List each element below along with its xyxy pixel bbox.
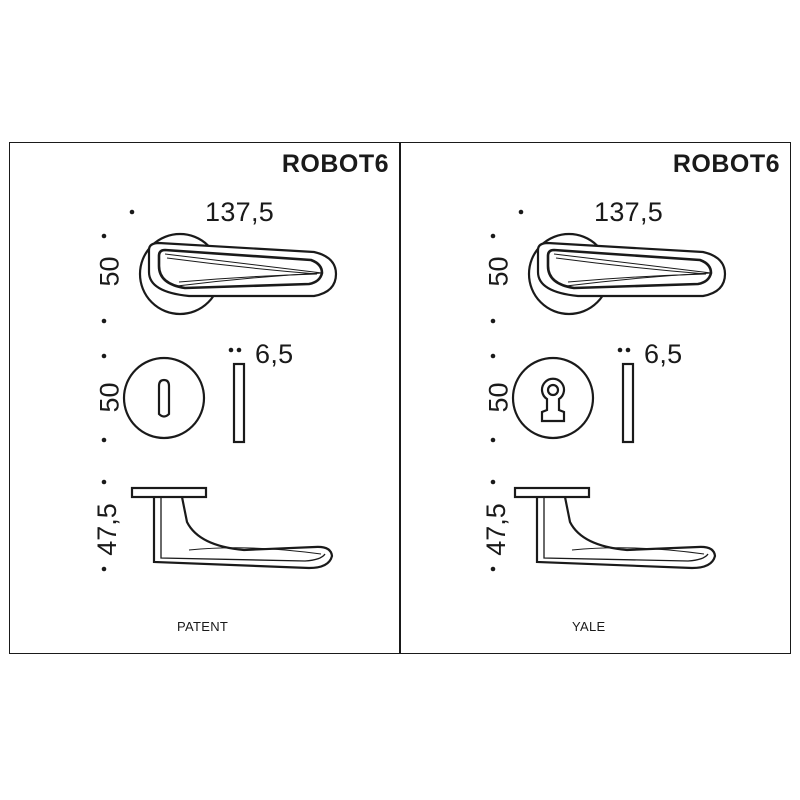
length-dimension: 137,5 [205, 197, 275, 227]
escutcheon-side-profile [621, 362, 635, 444]
product-title: ROBOT6 [672, 150, 780, 178]
lever-side-view [513, 486, 717, 570]
lever-front-view [138, 232, 338, 316]
lever-side-view [130, 486, 334, 570]
thickness-dimension: 6,5 [255, 339, 294, 369]
panel-yale: ROBOT6 137,5 50 50 6,5 47,5 YALE [400, 142, 790, 654]
handle-drawing [490, 209, 727, 572]
escutcheon-type-caption: PATENT [177, 619, 229, 634]
product-title: ROBOT6 [281, 150, 389, 178]
escutcheon-type-caption: YALE [572, 619, 606, 634]
escutcheon-euro-cylinder [511, 356, 595, 440]
dimension-dots [490, 209, 631, 572]
lever-front-view [527, 232, 727, 316]
handle-drawing [101, 209, 338, 572]
thickness-dimension: 6,5 [644, 339, 683, 369]
panel-divider [399, 142, 401, 654]
escutcheon-patent [122, 356, 206, 440]
dimension-dots [101, 209, 242, 572]
escutcheon-side-profile [232, 362, 246, 444]
length-dimension: 137,5 [594, 197, 664, 227]
panel-patent: ROBOT6 137,5 50 50 6,5 47,5 PATENT [9, 142, 399, 654]
